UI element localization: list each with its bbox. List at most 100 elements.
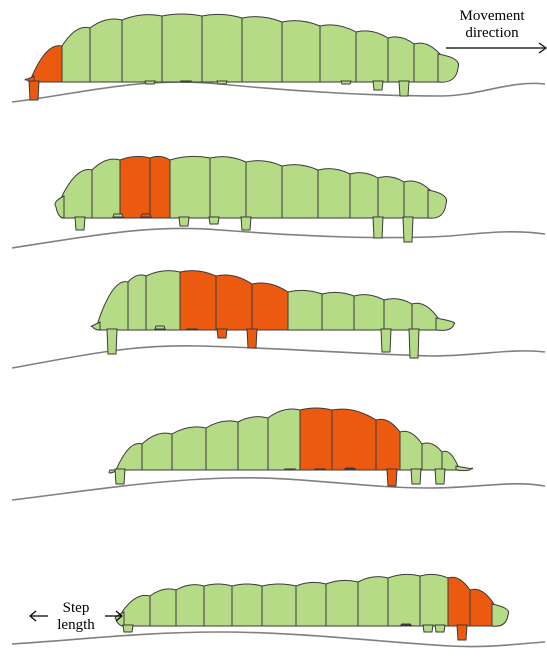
body-segment <box>232 584 262 626</box>
proleg <box>381 329 391 352</box>
body-segment <box>282 165 318 218</box>
proleg <box>141 214 151 217</box>
body-segment <box>288 290 322 330</box>
body-segment <box>414 43 440 82</box>
body-segment <box>358 577 388 626</box>
proleg <box>217 81 227 84</box>
proleg <box>373 217 383 238</box>
proleg <box>373 81 383 90</box>
proleg <box>145 81 155 84</box>
head-segment <box>436 318 455 330</box>
proleg <box>399 81 409 96</box>
contracted-segment <box>448 577 470 626</box>
body-segment <box>350 173 378 218</box>
head-segment <box>492 604 509 626</box>
body-segment <box>206 421 238 470</box>
body-segment <box>326 580 358 626</box>
head-segment <box>438 54 459 82</box>
body-segment <box>388 37 414 82</box>
body-segment <box>162 14 202 82</box>
proleg <box>435 625 445 632</box>
proleg <box>123 625 133 632</box>
body-segment <box>242 17 282 82</box>
body-segment <box>92 159 120 218</box>
contracted-segment <box>216 275 252 330</box>
proleg <box>401 624 411 625</box>
body-segment <box>210 157 246 218</box>
ground-line <box>12 346 545 368</box>
movement-direction-label: Movement direction <box>446 8 538 42</box>
caterpillar-frame-2 <box>12 156 545 248</box>
proleg <box>409 329 419 358</box>
body-segment <box>296 582 326 626</box>
proleg <box>423 625 433 632</box>
body-segment <box>204 584 232 626</box>
body-segment <box>354 295 384 330</box>
body-segment <box>268 409 300 470</box>
proleg <box>435 469 445 484</box>
body-segment <box>202 14 242 82</box>
proleg <box>179 217 189 226</box>
body-segment <box>388 574 420 626</box>
contracted-segment <box>150 156 170 218</box>
proleg <box>181 81 191 82</box>
body-segment <box>404 181 430 218</box>
ground-line <box>12 478 545 500</box>
body-segment <box>122 15 162 82</box>
body-segment <box>62 27 90 82</box>
proleg <box>411 469 421 484</box>
proleg <box>403 217 413 242</box>
proleg <box>247 329 257 348</box>
proleg <box>341 81 351 84</box>
body-segment <box>378 177 404 218</box>
movement-label-line1: Movement <box>446 8 538 25</box>
contracted-segment <box>300 408 332 470</box>
ground-line <box>12 82 545 102</box>
body-segment <box>116 444 142 470</box>
proleg <box>209 217 219 224</box>
contracted-segment <box>470 589 494 626</box>
body-segment <box>176 585 204 626</box>
body-segment <box>170 156 210 218</box>
step-length-left-arrow-icon <box>30 611 48 621</box>
body-segment <box>142 433 172 470</box>
body-segment <box>356 31 388 82</box>
proleg <box>29 81 39 100</box>
contracted-segment <box>252 283 288 330</box>
proleg <box>113 214 123 217</box>
body-segment <box>412 303 438 330</box>
movement-direction-arrow-icon <box>446 43 546 53</box>
proleg <box>387 469 397 486</box>
movement-label-line2: direction <box>446 25 538 42</box>
body-segment <box>384 299 412 330</box>
body-segment <box>150 589 176 626</box>
contracted-segment <box>332 409 376 470</box>
contracted-segment <box>376 419 400 470</box>
proleg <box>107 329 117 354</box>
body-segment <box>400 431 422 470</box>
head-segment <box>456 466 473 471</box>
body-segment <box>318 169 350 218</box>
body-segment <box>422 443 442 470</box>
body-segment <box>90 19 122 82</box>
proleg <box>285 469 295 470</box>
body-segment <box>282 21 320 82</box>
step-length-label: Step length <box>48 600 104 634</box>
body-segment <box>146 271 180 330</box>
proleg <box>345 468 355 469</box>
ground-line <box>12 228 545 248</box>
body-segment <box>320 25 356 82</box>
proleg <box>115 469 125 484</box>
body-segment <box>262 584 296 626</box>
tail-segment <box>55 196 64 218</box>
proleg <box>457 625 467 640</box>
body-segment <box>238 417 268 470</box>
contracted-segment <box>32 46 62 82</box>
contracted-segment <box>180 271 216 330</box>
proleg <box>187 329 197 330</box>
caterpillar-frame-4 <box>12 408 545 500</box>
step-label-line2: length <box>48 617 104 634</box>
body-segment <box>62 170 92 218</box>
proleg <box>241 217 251 230</box>
